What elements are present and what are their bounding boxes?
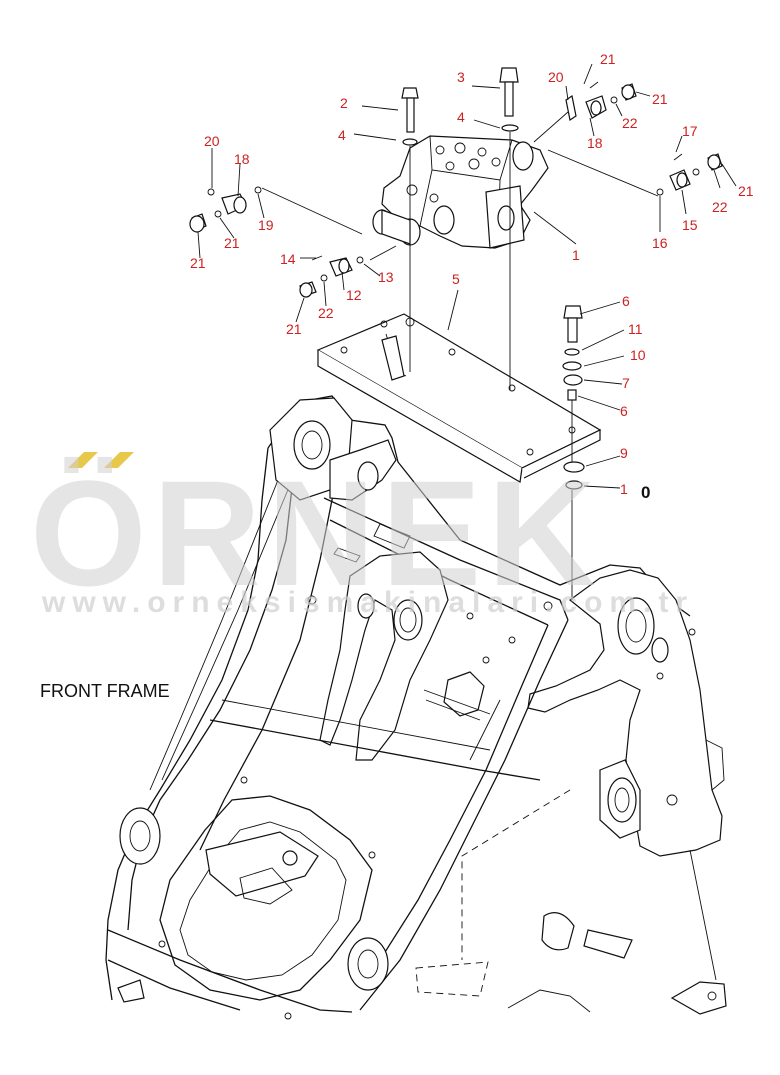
callout-15: 15	[682, 217, 698, 233]
leader-lines	[197, 63, 737, 600]
callout-6: 6	[620, 403, 628, 419]
callout-22: 21	[224, 235, 240, 251]
callout-22: 22	[622, 115, 638, 131]
callout-22: 22	[712, 199, 728, 215]
callout-20: 21	[600, 51, 616, 67]
callout-21: 21	[190, 255, 206, 271]
callout-13: 13	[378, 269, 394, 285]
callout-19: 19	[258, 217, 274, 233]
callout-19: 20	[548, 69, 564, 85]
watermark-url: www.orneksismakinalari.com.tr	[41, 586, 694, 619]
callout-14: 14	[280, 251, 296, 267]
callout-6: 6	[622, 293, 630, 309]
callout-4: 4	[338, 127, 346, 143]
watermark-accent-left-icon	[68, 452, 98, 468]
control-valve-part-1	[372, 135, 549, 249]
hardware-parts	[189, 67, 723, 490]
callout-17: 17	[682, 123, 698, 139]
watermark-text: ÖRNEK	[30, 449, 602, 617]
callout-3: 3	[457, 69, 465, 85]
callout-10: 10	[630, 347, 646, 363]
callout-21: 21	[286, 321, 302, 337]
callout-1: 1	[620, 481, 628, 497]
callout-18: 18	[587, 135, 603, 151]
front-frame-drawing	[105, 395, 727, 1020]
callout-4: 4	[457, 109, 465, 125]
callout-1: 1	[572, 247, 580, 263]
mounting-plate-part-5	[316, 313, 602, 483]
watermark: ÖRNEK www.orneksismakinalari.com.tr	[30, 449, 694, 619]
callout-11: 11	[628, 321, 643, 337]
callout-22: 22	[318, 305, 334, 321]
callout-5: 5	[452, 271, 460, 287]
callout-labels: 2 4 3 4 20 21 21 22 18 17 21 22 15 16 1 …	[190, 51, 754, 497]
callout-20: 20	[204, 133, 220, 149]
callout-21: 21	[652, 91, 668, 107]
stray-zero-label: 0	[641, 483, 650, 502]
callout-12: 12	[346, 287, 362, 303]
callout-16: 16	[652, 235, 668, 251]
callout-2: 2	[340, 95, 348, 111]
callout-18: 18	[234, 151, 250, 167]
callout-7: 7	[622, 375, 630, 391]
front-frame-label: FRONT FRAME	[40, 681, 170, 701]
callout-21: 21	[738, 183, 754, 199]
watermark-accent-right-icon	[104, 452, 134, 468]
callout-9: 9	[620, 445, 628, 461]
